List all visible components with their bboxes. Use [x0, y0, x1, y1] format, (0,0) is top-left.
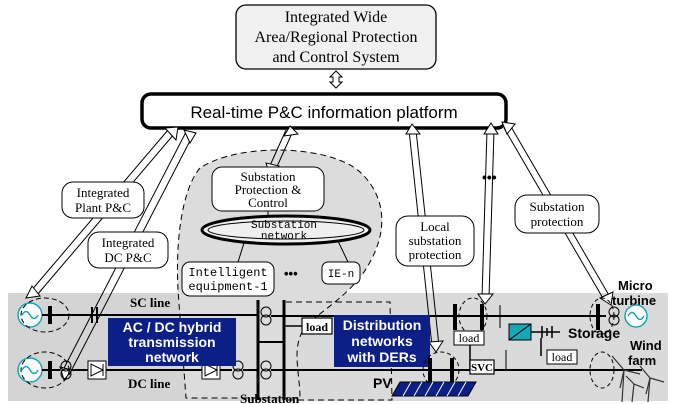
svg-text:load: load: [552, 350, 573, 364]
svg-text:transmission: transmission: [128, 334, 215, 350]
svg-text:equipment-1: equipment-1: [188, 280, 267, 294]
svg-text:Micro: Micro: [618, 278, 653, 293]
svg-text:Local: Local: [420, 219, 450, 234]
svg-text:farm: farm: [628, 353, 656, 368]
system-line-3: and Control System: [272, 49, 400, 66]
integrated-system-box: Integrated Wide Area/Regional Protection…: [235, 4, 437, 70]
svg-text:Intelligent: Intelligent: [188, 266, 267, 280]
acdc-network-box: AC / DC hybrid transmission network: [108, 318, 236, 366]
svg-text:Substation: Substation: [530, 199, 585, 214]
svg-text:Substation: Substation: [241, 169, 296, 184]
callout-substation-protection: Substation protection: [514, 194, 600, 234]
svg-text:Integrated: Integrated: [102, 235, 155, 250]
micro-turbine: Micro turbine: [608, 278, 656, 328]
svg-text:protection: protection: [531, 214, 584, 229]
svg-text:PV: PV: [373, 375, 392, 391]
svg-text:protection: protection: [409, 247, 462, 262]
system-line-2: Area/Regional Protection: [254, 29, 417, 46]
platform-bar: Real-time P&C information platform: [140, 92, 508, 130]
callout-dc-pc: Integrated DC P&C: [87, 231, 169, 269]
svg-text:Control: Control: [248, 195, 288, 210]
svg-text:Storage: Storage: [568, 325, 620, 341]
svg-text:with DERs: with DERs: [346, 349, 416, 365]
svc-unit: SVC: [469, 359, 495, 375]
substation-pc-box: Substation Protection & Control: [211, 166, 325, 212]
substation-network-ellipse: Substation network: [200, 214, 372, 246]
svg-text:network: network: [261, 231, 308, 243]
svg-text:load: load: [459, 331, 480, 345]
svg-text:Wind: Wind: [630, 338, 662, 353]
ie-n-box: IE-n: [321, 261, 361, 285]
ellipsis-top-right: •••: [482, 169, 497, 185]
svg-text:networks: networks: [351, 333, 413, 349]
dc-line-label: DC line: [128, 376, 170, 391]
storage-unit: Storage: [508, 323, 620, 341]
platform-label: Real-time P&C information platform: [190, 103, 457, 122]
svg-text:turbine: turbine: [612, 293, 656, 308]
callout-local-substation: Local substation protection: [395, 215, 475, 267]
callout-plant-pc: Integrated Plant P&C: [61, 181, 145, 219]
system-platform-link: [328, 70, 344, 89]
svg-text:Protection &: Protection &: [235, 182, 302, 197]
load-2: load: [453, 330, 485, 346]
svg-text:Integrated: Integrated: [77, 185, 130, 200]
load-3: load: [546, 349, 578, 365]
intelligent-equipment-box: Intelligent equipment-1: [181, 261, 275, 297]
sc-line-label: SC line: [130, 295, 170, 310]
system-line-1: Integrated Wide: [285, 9, 388, 26]
substation-label: Substation: [240, 391, 300, 404]
svg-text:Substation: Substation: [251, 220, 317, 232]
svg-text:Plant P&C: Plant P&C: [75, 200, 131, 215]
svg-text:AC / DC hybrid: AC / DC hybrid: [123, 319, 222, 335]
svg-text:Distribution: Distribution: [343, 317, 422, 333]
distribution-box: Distribution networks with DERs: [334, 315, 430, 367]
svg-text:IE-n: IE-n: [328, 269, 354, 281]
svg-text:SVC: SVC: [471, 362, 493, 374]
svg-text:substation: substation: [409, 233, 462, 248]
pv-array: PV: [373, 375, 477, 397]
wind-farm: Wind farm: [611, 338, 665, 403]
load-1: load: [284, 317, 333, 335]
svg-text:DC P&C: DC P&C: [104, 250, 151, 265]
svg-text:load: load: [306, 320, 328, 334]
svg-text:network: network: [145, 349, 199, 365]
device-ellipsis: •••: [284, 266, 298, 281]
generator-2: [17, 351, 72, 389]
